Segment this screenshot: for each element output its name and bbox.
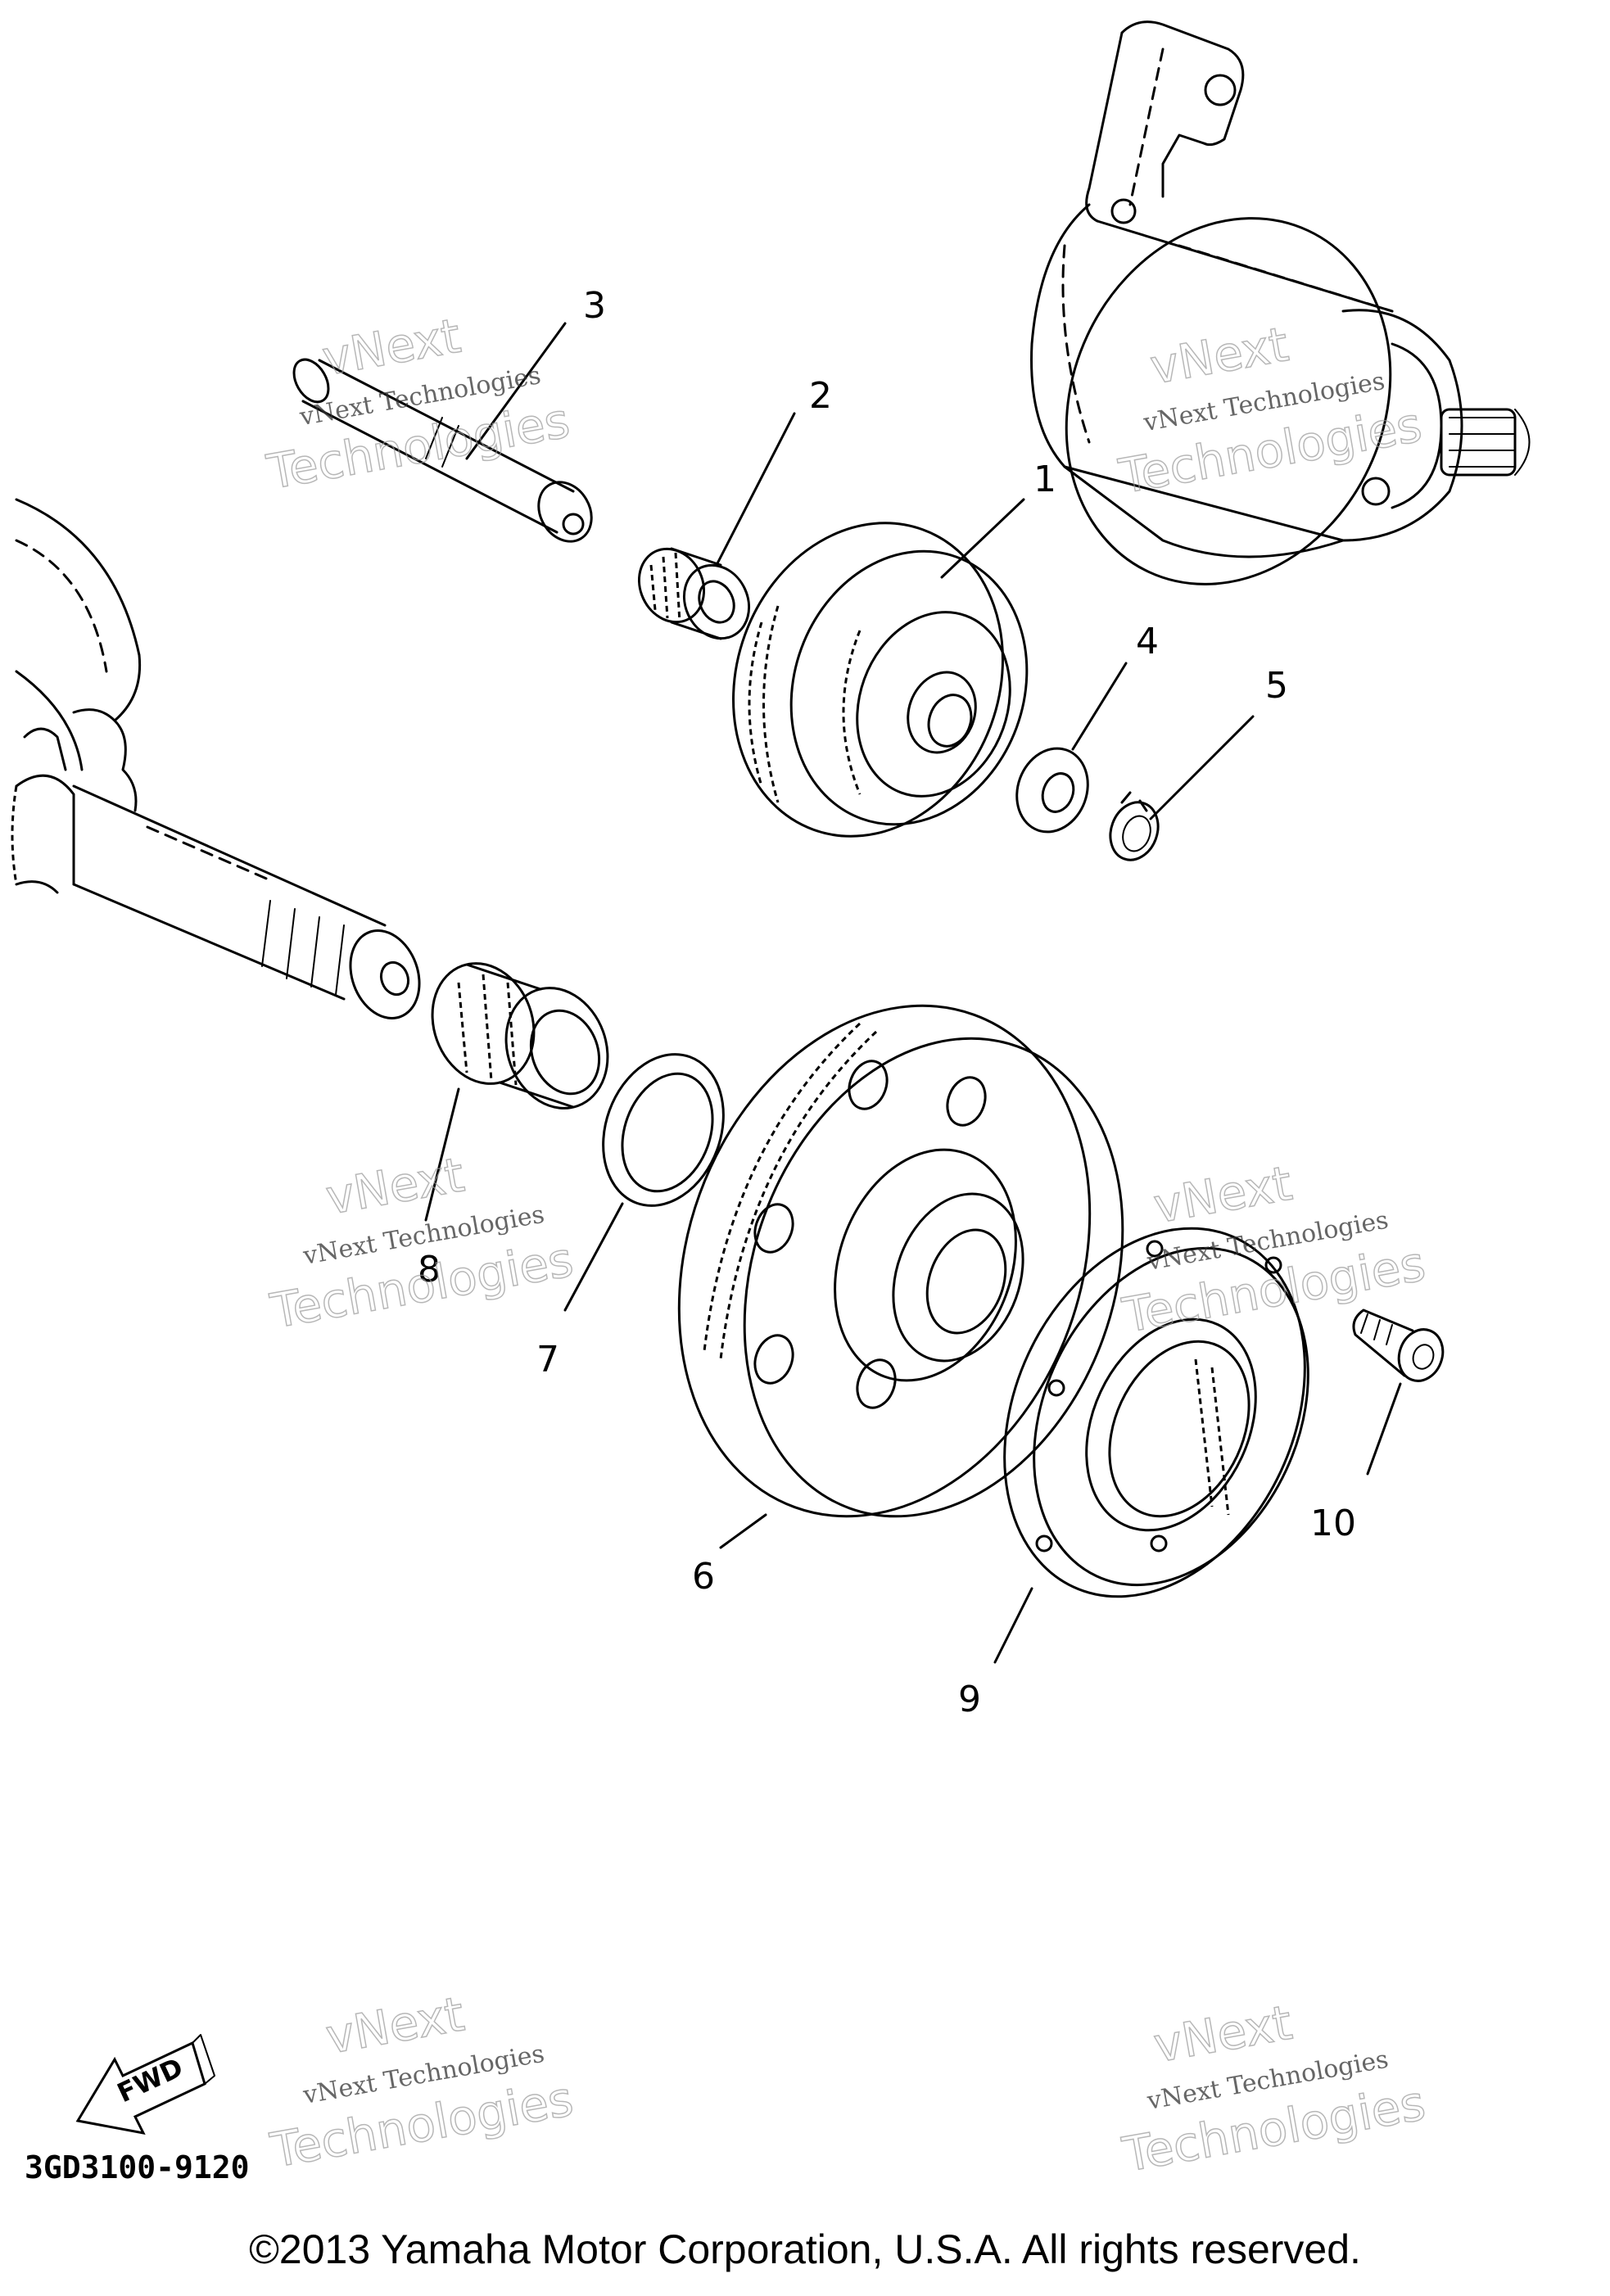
diagram-part-number: 3GD3100-9120	[25, 2149, 250, 2185]
part-10-bolt	[1352, 1308, 1445, 1382]
callout-3: 3	[583, 285, 606, 327]
copyright-notice: ©2013 Yamaha Motor Corporation, U.S.A. A…	[249, 2226, 1361, 2272]
callout-8: 8	[418, 1249, 441, 1290]
part-5-circlip	[1109, 791, 1160, 861]
callout-10: 10	[1310, 1503, 1356, 1544]
watermark-group-1: vNext vNext Technologies Technologies	[262, 307, 574, 501]
callout-6: 6	[692, 1556, 715, 1598]
watermark-big-top: vNext	[319, 308, 465, 386]
watermark-group-5: vNext vNext Technologies Technologies	[265, 1986, 577, 2180]
watermark-big-top: vNext	[322, 1146, 468, 1225]
part-7-washer	[602, 1053, 725, 1207]
callout-1: 1	[1033, 459, 1056, 500]
callout-5: 5	[1265, 665, 1288, 707]
watermark-group-4: vNext vNext Technologies Technologies	[1118, 1155, 1430, 1345]
callout-numbers: 3 2 1 4 5 8 7 6 9 10	[418, 285, 1356, 1720]
callout-2: 2	[809, 375, 832, 417]
callout-4: 4	[1136, 621, 1159, 662]
watermark-group-6: vNext vNext Technologies Technologies	[1118, 1994, 1430, 2184]
watermark-big-top: vNext	[1150, 1155, 1296, 1234]
watermark-big-top: vNext	[322, 1986, 468, 2064]
starter-motor	[1030, 20, 1531, 585]
part-1-idler-gear	[732, 522, 1029, 838]
fwd-arrow-icon: FWD	[75, 2034, 215, 2136]
part-4-washer	[1015, 747, 1089, 834]
callout-9: 9	[958, 1679, 981, 1720]
part-3-shaft	[292, 358, 593, 543]
part-8-roller-bearing	[431, 962, 609, 1110]
leader-lines	[424, 322, 1402, 1664]
part-9-starter-clutch	[1003, 1227, 1309, 1598]
watermark-group-3: vNext vNext Technologies Technologies	[265, 1146, 577, 1340]
watermark-group-2: vNext vNext Technologies Technologies	[1114, 315, 1426, 505]
part-6-starter-wheel-gear	[677, 1004, 1124, 1518]
part-2-needle-bearing	[637, 547, 751, 640]
callout-7: 7	[536, 1339, 559, 1381]
watermark-big-top: vNext	[1146, 316, 1293, 395]
watermark-big-top: vNext	[1150, 1995, 1296, 2073]
crankshaft	[11, 498, 421, 1019]
